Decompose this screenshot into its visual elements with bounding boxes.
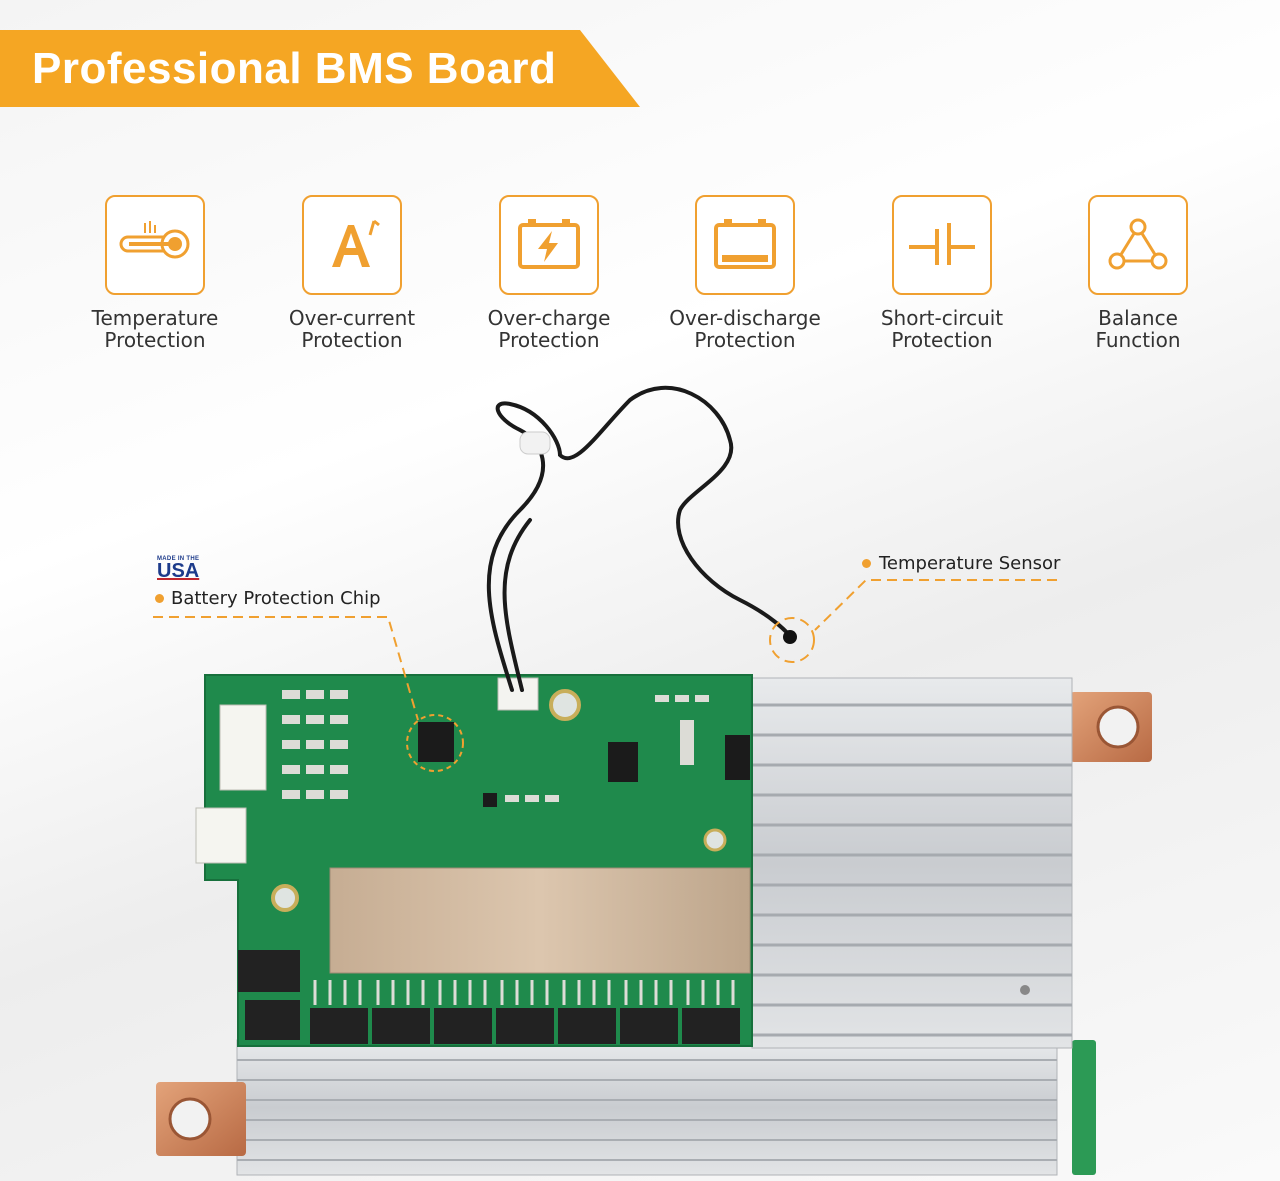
feature-label-line1: Over-current [288,306,416,330]
sensor-probe [783,630,797,644]
feature-shortcircuit: Short-circuit Protection [842,195,1042,351]
short-circuit-icon [892,195,992,295]
feature-label-line1: Short-circuit [880,306,1004,330]
usa-logo-big-text: USA [157,560,200,582]
feature-label-line1: Over-charge [487,306,611,330]
feature-label-line2: Protection [498,328,600,352]
feature-label-line1: Over-discharge [669,306,821,330]
current-a-icon [302,195,402,295]
title-banner [0,30,640,107]
feature-overcurrent: Over-current Protection [252,195,452,351]
green-pcb [195,674,753,1047]
balance-triangle-icon [1088,195,1188,295]
temperature-sensor-wire [486,385,792,692]
feature-temperature: Temperature Protection [55,195,255,351]
battery-charge-icon [499,195,599,295]
usa-logo-small-text: MADE IN THE [157,556,200,562]
copper-busbar-left [156,1082,246,1156]
callout-battery-protection-chip: Battery Protection Chip [171,588,381,609]
feature-overcharge: Over-charge Protection [449,195,649,351]
feature-overdischarge: Over-discharge Protection [645,195,845,351]
callout-lines [153,579,1057,721]
feature-balance: Balance Function [1038,195,1238,351]
feature-label-line2: Protection [891,328,993,352]
battery-discharge-icon [695,195,795,295]
callout-dot [862,559,871,568]
thermometer-icon [105,195,205,295]
feature-label-line2: Protection [694,328,796,352]
made-in-usa-logo: MADE IN THE USA [157,556,207,582]
feature-label-line1: Temperature [91,306,219,330]
bottom-heatsink [236,1039,1058,1176]
side-pcb-strip [1072,1040,1096,1175]
feature-label-line2: Function [1095,328,1181,352]
feature-label-line2: Protection [301,328,403,352]
page-title: Professional BMS Board [32,44,557,93]
top-heatsink [751,677,1073,1049]
feature-icons-row: Temperature Protection Over-current Prot… [0,195,1280,365]
feature-label-line1: Balance [1098,306,1178,330]
copper-busbar-right [1070,692,1152,762]
wire-clip [519,431,551,455]
callout-temperature-sensor: Temperature Sensor [879,553,1061,574]
callout-dot [155,594,164,603]
feature-label-line2: Protection [104,328,206,352]
